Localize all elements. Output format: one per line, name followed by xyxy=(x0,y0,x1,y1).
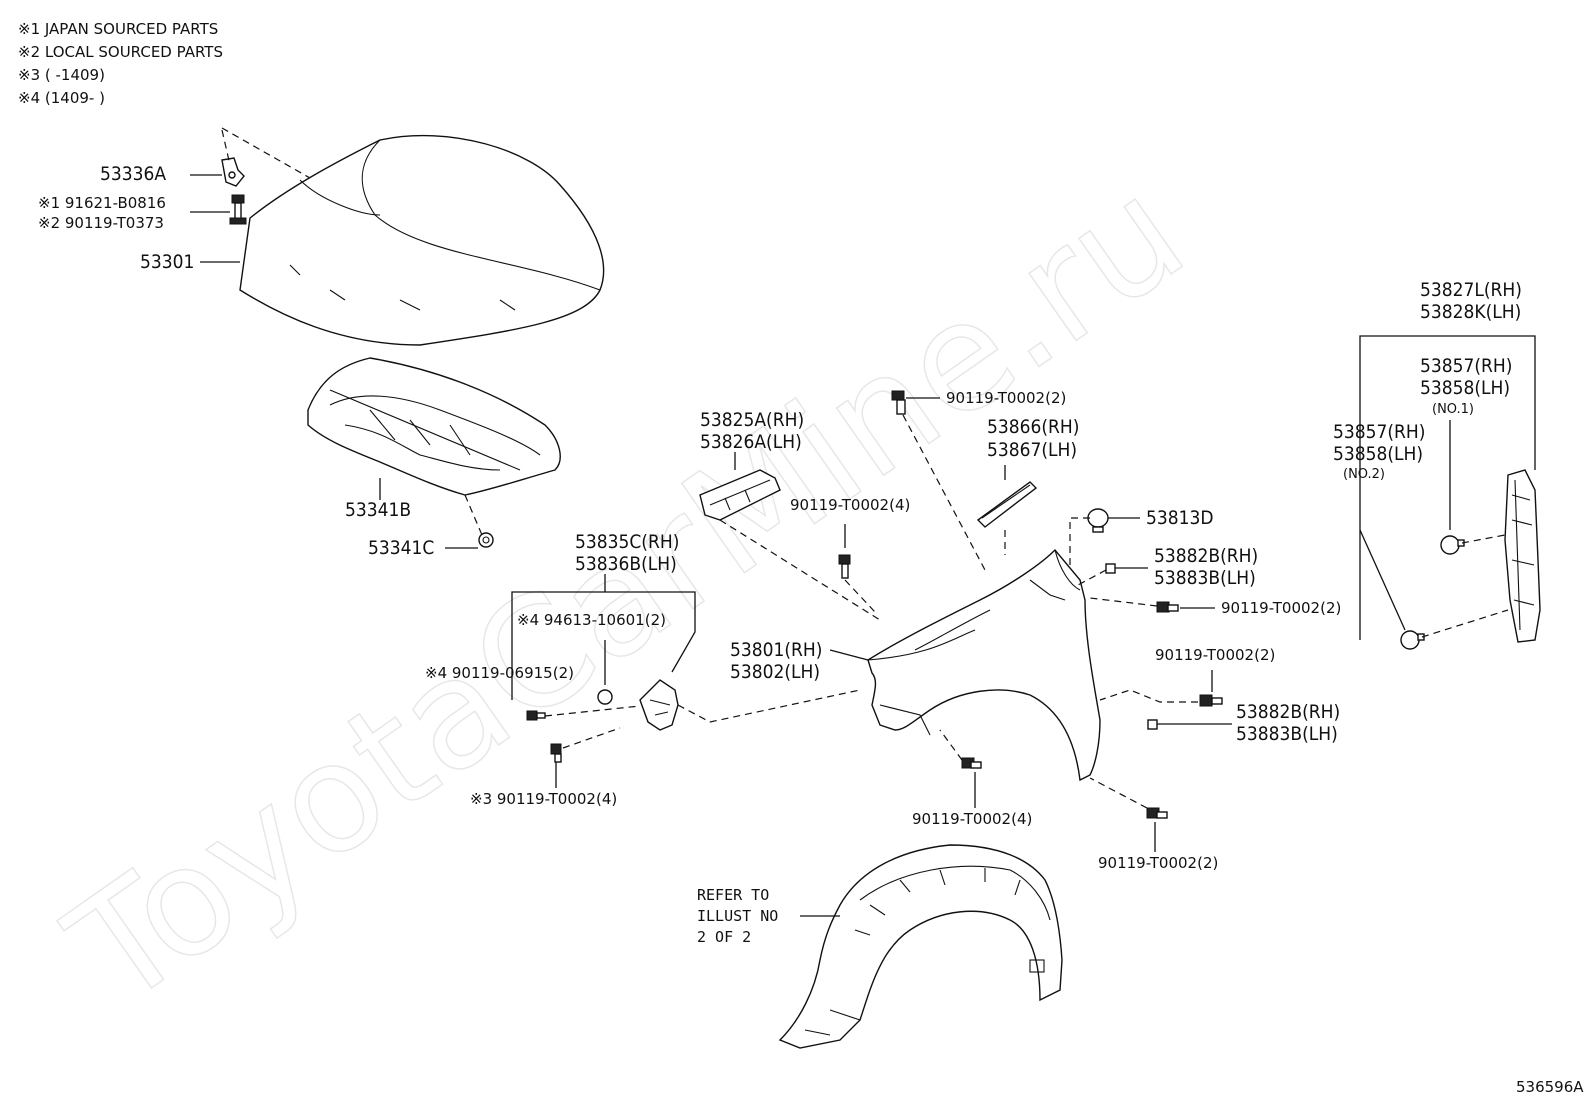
clip-no1-icon xyxy=(1440,535,1465,555)
label-bolt-fender-mid: 90119-T0002(2) xyxy=(1155,646,1275,664)
side-seal-drawing xyxy=(1504,469,1541,643)
label-bolt-local: ※2 90119-T0373 xyxy=(38,214,164,232)
fender-top-bolt-icon xyxy=(891,390,906,415)
label-refer-2: ILLUST NO xyxy=(697,907,778,925)
note-2: ※2 LOCAL SOURCED PARTS xyxy=(18,43,223,61)
bracket-bolt-lower-icon xyxy=(550,743,562,763)
label-pad-upper-rh: 53882B(RH) xyxy=(1154,545,1258,567)
note-3: ※3 ( -1409) xyxy=(18,66,105,84)
lower-pad-icon xyxy=(1147,719,1158,730)
hood-hinge-leader xyxy=(221,127,311,179)
label-bolt-fender-low-rear: 90119-T0002(2) xyxy=(1098,854,1218,872)
label-pad-lower-rh: 53882B(RH) xyxy=(1236,701,1340,723)
label-nut-note4: ※4 94613-10601(2) xyxy=(517,611,666,629)
label-clip-no1-rh: 53857(RH) xyxy=(1420,355,1512,377)
hood-bolt-icon xyxy=(229,194,247,225)
fender-liner-drawing xyxy=(778,844,1063,1049)
label-bolt-note3: ※3 90119-T0002(4) xyxy=(470,790,617,808)
label-bolt-japan: ※1 91621-B0816 xyxy=(38,194,166,212)
label-side-seal-rh: 53827L(RH) xyxy=(1420,279,1522,301)
bracket-callout-box xyxy=(511,591,696,700)
label-fender-rh: 53801(RH) xyxy=(730,639,822,661)
fender-top-seal-drawing xyxy=(976,481,1038,528)
label-fender-lh: 53802(LH) xyxy=(730,661,820,683)
label-insulator-clip: 53341C xyxy=(368,537,434,559)
illustration-code: 536596A xyxy=(1516,1078,1584,1096)
fender-seal-drawing xyxy=(699,469,781,521)
side-seal-callout xyxy=(1359,335,1536,640)
label-bracket-lh: 53836B(LH) xyxy=(575,553,677,575)
note-1: ※1 JAPAN SOURCED PARTS xyxy=(18,20,218,38)
legend-notes: ※1 JAPAN SOURCED PARTS ※2 LOCAL SOURCED … xyxy=(18,20,223,107)
nut-icon xyxy=(597,689,613,705)
label-pad-lower-lh: 53883B(LH) xyxy=(1236,723,1338,745)
hood-insulator-drawing xyxy=(307,357,561,496)
bracket-bolt-icon xyxy=(526,710,546,721)
label-refer-1: REFER TO xyxy=(697,886,769,904)
label-clip-no1-lh: 53858(LH) xyxy=(1420,377,1510,399)
label-clip-no2-tag: (NO.2) xyxy=(1343,467,1385,482)
label-clip-no2-lh: 53858(LH) xyxy=(1333,443,1423,465)
seal-bolt-icon xyxy=(838,554,851,579)
label-bolt-note4: ※4 90119-06915(2) xyxy=(425,664,574,682)
fender-rear-bolt-icon xyxy=(1156,601,1179,613)
bracket-drawing xyxy=(639,679,679,731)
label-bolt-fender-bottom: 90119-T0002(4) xyxy=(912,810,1032,828)
insulator-clip-icon xyxy=(478,532,494,548)
fender-mid-bolt-icon xyxy=(1199,694,1223,707)
label-bolt-seal: 90119-T0002(4) xyxy=(790,496,910,514)
label-clip-no1-tag: (NO.1) xyxy=(1432,402,1474,417)
label-seal-lh: 53826A(LH) xyxy=(700,431,802,453)
fender-bottom-bolt-icon xyxy=(961,757,982,769)
label-retainer: 53813D xyxy=(1146,507,1214,529)
label-fender-seal-rh: 53866(RH) xyxy=(987,416,1079,438)
label-pad-upper-lh: 53883B(LH) xyxy=(1154,567,1256,589)
front-fender-drawing xyxy=(867,548,1101,782)
label-bracket-rh: 53835C(RH) xyxy=(575,531,679,553)
fender-low-rear-bolt-icon xyxy=(1146,807,1168,819)
hood-hinge-leader-2 xyxy=(221,129,231,166)
clip-no2-icon xyxy=(1400,630,1425,650)
label-seal-rh: 53825A(RH) xyxy=(700,409,804,431)
label-hood-insulator: 53341B xyxy=(345,499,411,521)
hood-drawing xyxy=(239,134,605,346)
label-side-seal-lh: 53828K(LH) xyxy=(1420,301,1521,323)
label-bolt-fender-rear: 90119-T0002(2) xyxy=(1221,599,1341,617)
label-clip-no2-rh: 53857(RH) xyxy=(1333,421,1425,443)
upper-pad-icon xyxy=(1105,563,1116,574)
label-fender-seal-lh: 53867(LH) xyxy=(987,439,1077,461)
label-hood-hinge: 53336A xyxy=(100,163,166,185)
label-bolt-upper-fender: 90119-T0002(2) xyxy=(946,389,1066,407)
note-4: ※4 (1409- ) xyxy=(18,89,105,107)
label-refer-3: 2 OF 2 xyxy=(697,928,751,946)
label-hood: 53301 xyxy=(140,251,194,273)
retainer-clip-icon xyxy=(1087,508,1109,533)
hood-hinge-bracket xyxy=(221,157,245,187)
